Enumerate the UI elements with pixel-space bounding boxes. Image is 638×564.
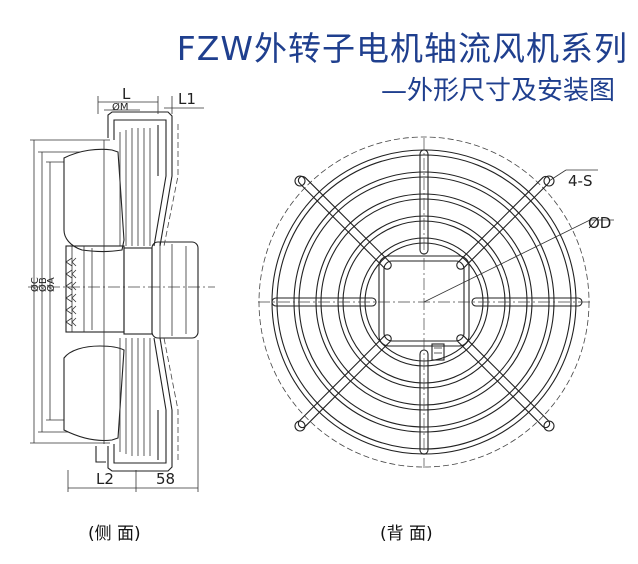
- back-dimensions: 4-S ØD: [423, 169, 614, 303]
- dim-b-label: ØB: [37, 277, 49, 292]
- fan-blade-lower: [63, 345, 125, 442]
- top-dimensions: L ØM L1: [97, 85, 204, 114]
- dim-l-label: L: [122, 85, 131, 103]
- back-view: 4-S ØD: [258, 136, 614, 468]
- motor-stator: [123, 241, 199, 339]
- page-subtitle: —外形尺寸及安装图: [380, 76, 615, 106]
- dim-m-label: ØM: [112, 101, 129, 113]
- guard-spokes: [271, 149, 583, 455]
- fan-blade-upper: [63, 148, 125, 253]
- dim-a-label: ØA: [45, 277, 57, 292]
- dim-l1-label: L1: [178, 90, 196, 108]
- rotor-hub: [65, 245, 125, 333]
- side-view-caption: (侧 面): [88, 524, 141, 544]
- dim-d-label: ØD: [588, 214, 611, 232]
- page-title: FZW外转子电机轴流风机系列: [176, 29, 628, 68]
- mounting-holes: [294, 175, 555, 432]
- back-view-caption: (背 面): [380, 524, 433, 544]
- dim-l2-label: L2: [96, 470, 114, 488]
- dim-58-label: 58: [156, 470, 175, 488]
- dim-c-label: ØC: [29, 277, 41, 292]
- mounting-foot: [95, 446, 106, 463]
- guard-frame: [103, 111, 179, 472]
- bottom-dimensions: L2 58: [67, 340, 199, 492]
- dim-s-label: 4-S: [568, 172, 592, 190]
- side-view: ØC ØB ØA: [28, 85, 215, 492]
